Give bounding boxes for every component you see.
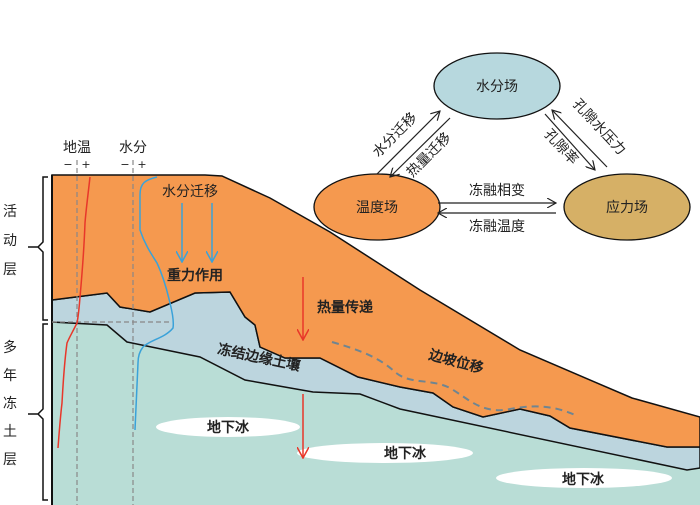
svg-text:层: 层	[3, 262, 17, 278]
svg-text:动: 动	[3, 233, 17, 249]
svg-text:地下冰: 地下冰	[562, 471, 605, 488]
temperature-field-node: 温度场	[313, 173, 441, 241]
ground-ice-2: 地下冰	[297, 443, 473, 463]
edge-temp-to-stress: 冻融相变	[469, 182, 525, 199]
active-layer-bracket	[28, 176, 48, 321]
stress-field-node: 应力场	[563, 173, 691, 241]
ground-ice-1: 地下冰	[156, 417, 300, 437]
coupling-arrows	[376, 110, 608, 213]
moisture-minus: −	[120, 158, 129, 171]
permafrost-bracket	[28, 323, 48, 501]
svg-text:层: 层	[3, 452, 17, 468]
svg-text:温度场: 温度场	[356, 200, 398, 216]
edge-stress-to-temp: 冻融温度	[469, 218, 525, 235]
heat-transfer-label: 热量传递	[317, 299, 373, 316]
svg-text:应力场: 应力场	[606, 199, 648, 216]
moisture-curve	[134, 176, 175, 431]
ground-temperature-curve	[57, 176, 91, 449]
ground-temp-label: 地温	[63, 140, 91, 156]
svg-text:多: 多	[3, 339, 17, 356]
ground-temp-plus: +	[81, 158, 90, 171]
slip-surface-dashed	[331, 341, 576, 416]
svg-text:活: 活	[3, 204, 17, 220]
water-migration-label: 水分迁移	[162, 184, 218, 200]
active-layer-region	[51, 174, 700, 448]
ground-ice-3: 地下冰	[496, 468, 672, 488]
moisture-plus: +	[137, 158, 146, 171]
ground-temp-minus: −	[63, 158, 72, 171]
edge-stress-to-water: 孔隙水压力	[569, 96, 628, 158]
svg-text:土: 土	[3, 424, 17, 440]
moisture-label: 水分	[119, 140, 147, 156]
water-field-node: 水分场	[433, 52, 561, 120]
active-layer-label: 活 动 层	[3, 204, 17, 278]
permafrost-label: 多 年 冻 土 层	[3, 339, 17, 468]
svg-text:地下冰: 地下冰	[207, 419, 250, 436]
svg-text:年: 年	[3, 368, 17, 384]
svg-text:水分场: 水分场	[476, 79, 518, 95]
permafrost-region	[52, 322, 700, 505]
svg-text:地下冰: 地下冰	[384, 445, 427, 462]
profile-guide-lines	[52, 160, 172, 505]
edge-temp-to-water: 水分迁移	[370, 110, 421, 161]
gravity-label: 重力作用	[167, 267, 223, 284]
svg-text:冻: 冻	[3, 395, 17, 412]
